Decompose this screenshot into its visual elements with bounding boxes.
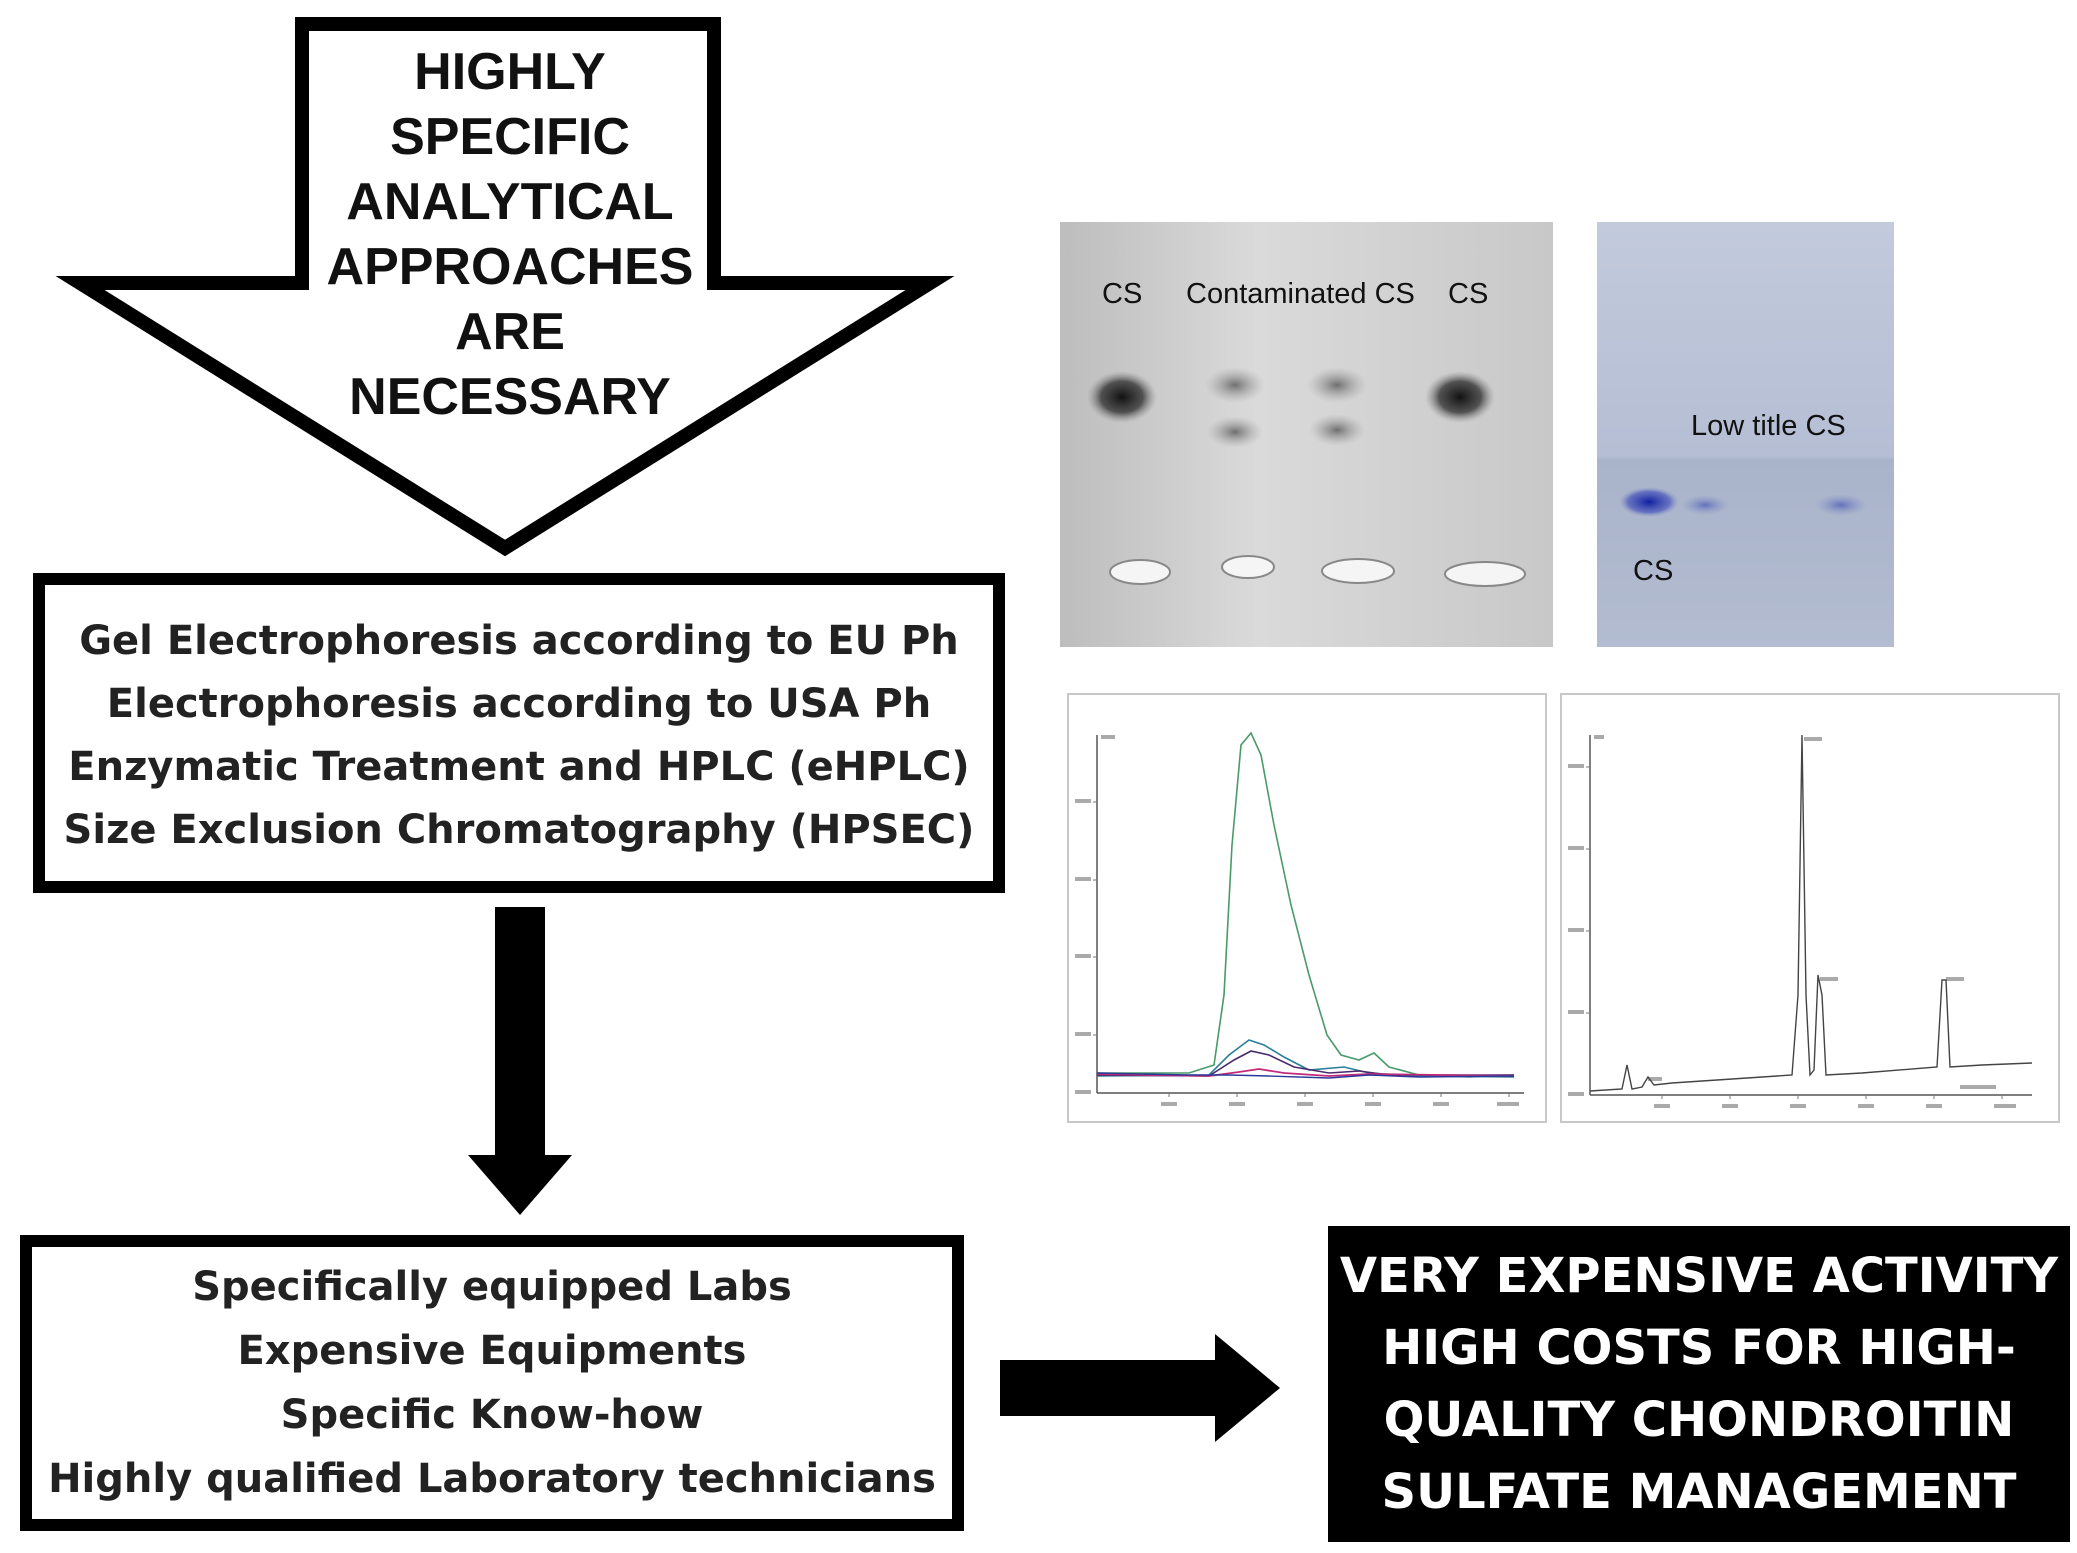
- gel1-label-cs-left: CS: [1102, 278, 1143, 310]
- result-line-2: HIGH COSTS FOR HIGH-: [1382, 1320, 2016, 1376]
- result-line-3: QUALITY CHONDROITIN: [1383, 1392, 2015, 1448]
- methods-line-1: Gel Electrophoresis according to EU Ph: [79, 617, 959, 664]
- arrow-line-4: APPROACHES: [326, 238, 694, 296]
- down-arrow: [468, 907, 572, 1215]
- gel-image-low-title: Low title CS CS: [1597, 222, 1894, 647]
- chromatogram-hpsec-plot: [1075, 731, 1524, 1106]
- arrow-text: HIGHLY SPECIFIC ANALYTICAL APPROACHES AR…: [290, 40, 730, 430]
- arrow-line-2: SPECIFIC: [390, 108, 630, 166]
- gel-image-contaminated: CS Contaminated CS CS: [1060, 222, 1553, 647]
- chromatogram-ehplc-plot: [1568, 734, 2033, 1108]
- methods-box: Gel Electrophoresis according to EU Ph E…: [33, 573, 1005, 893]
- gel-bands: [1060, 222, 1553, 647]
- result-line-1: VERY EXPENSIVE ACTIVITY: [1339, 1248, 2059, 1304]
- requirements-line-4: Highly qualified Laboratory technicians: [48, 1456, 936, 1502]
- methods-line-3: Enzymatic Treatment and HPLC (eHPLC): [68, 743, 970, 790]
- gel1-label-contaminated: Contaminated CS: [1186, 278, 1415, 310]
- arrow-line-6: NECESSARY: [349, 368, 671, 426]
- gel1-label-cs-right: CS: [1448, 278, 1489, 310]
- methods-line-2: Electrophoresis according to USA Ph: [106, 680, 932, 727]
- right-arrow: [1000, 1334, 1280, 1442]
- top-down-arrow: [55, 17, 955, 557]
- requirements-line-2: Expensive Equipments: [237, 1328, 747, 1374]
- arrow-line-1: HIGHLY: [414, 43, 606, 101]
- methods-line-4: Size Exclusion Chromatography (HPSEC): [63, 806, 975, 853]
- gel2-label-cs: CS: [1633, 555, 1674, 587]
- gel2-label-low-title: Low title CS: [1691, 410, 1846, 442]
- arrow-line-3: ANALYTICAL: [346, 173, 674, 231]
- requirements-line-1: Specifically equipped Labs: [192, 1264, 792, 1310]
- gel2-bands: [1597, 222, 1894, 647]
- result-line-4: SULFATE MANAGEMENT: [1381, 1464, 2017, 1520]
- requirements-line-3: Specific Know-how: [280, 1392, 704, 1438]
- result-box: VERY EXPENSIVE ACTIVITY HIGH COSTS FOR H…: [1328, 1226, 2070, 1542]
- chromatogram-hpsec: [1067, 693, 1547, 1123]
- arrow-line-5: ARE: [455, 303, 565, 361]
- chromatogram-ehplc: [1560, 693, 2060, 1123]
- requirements-box: Specifically equipped Labs Expensive Equ…: [20, 1235, 964, 1531]
